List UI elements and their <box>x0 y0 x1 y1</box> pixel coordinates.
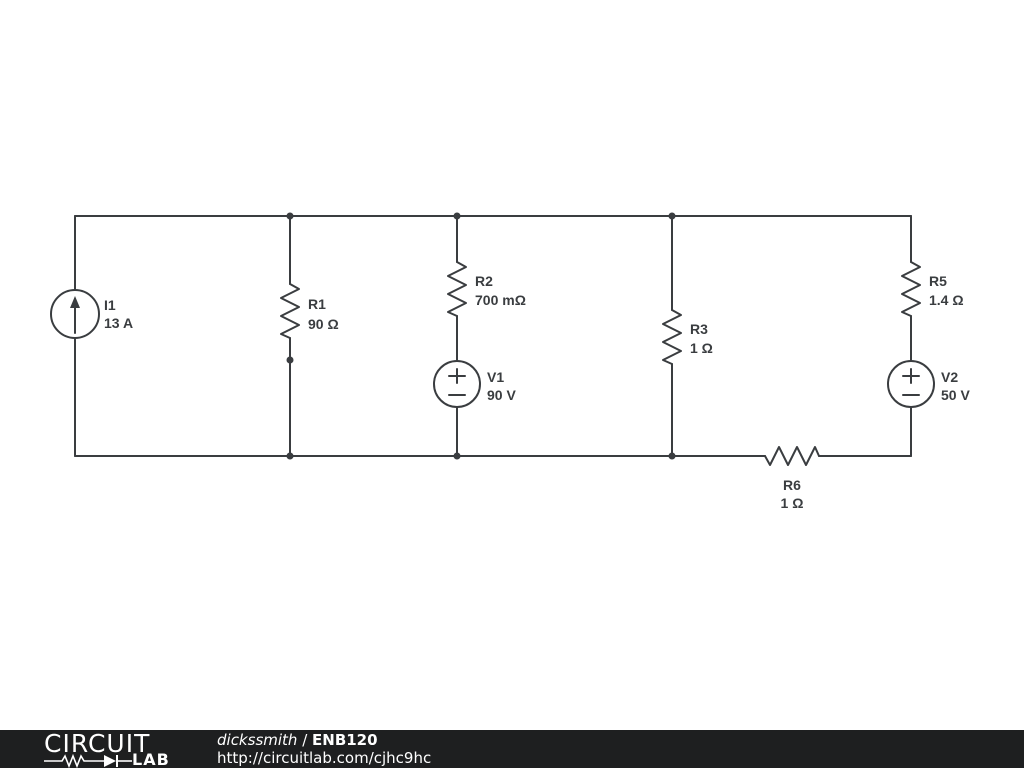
footer-bar: CIRCUIT LAB dickssmith / ENB120 http://c… <box>0 730 1024 768</box>
i1-name-label: I1 <box>104 297 116 313</box>
circuit-title[interactable]: ENB120 <box>312 731 378 749</box>
circuit-meta: dickssmith / ENB120 http://circuitlab.co… <box>217 731 431 767</box>
resistor-r1[interactable]: R1 90 Ω <box>280 283 339 339</box>
junction-dot <box>453 212 461 220</box>
meta-title-line: dickssmith / ENB120 <box>217 731 431 749</box>
r2-value-label: 700 mΩ <box>475 292 526 308</box>
resistor-zigzag-icon <box>901 261 921 317</box>
v2-value-label: 50 V <box>941 387 970 403</box>
voltage-source-v2[interactable]: V2 50 V <box>887 360 970 408</box>
junction-dot <box>668 452 676 460</box>
current-source-i1[interactable]: I1 13 A <box>50 289 133 339</box>
title-separator: / <box>297 731 313 749</box>
logo-lab-text: LAB <box>132 750 170 769</box>
v2-name-label: V2 <box>941 369 958 385</box>
voltage-source-circle <box>887 360 935 408</box>
voltage-source-circle <box>433 360 481 408</box>
junction-dot <box>668 212 676 220</box>
junction-dot <box>286 452 294 460</box>
r6-value-label: 1 Ω <box>781 495 804 511</box>
resistor-zigzag-icon <box>662 309 682 365</box>
junctions <box>286 212 676 460</box>
resistor-r6[interactable]: R6 1 Ω <box>764 446 820 511</box>
r3-name-label: R3 <box>690 321 708 337</box>
resistor-r3[interactable]: R3 1 Ω <box>662 309 713 365</box>
resistor-zigzag-icon <box>280 283 300 339</box>
resistor-diode-icon <box>44 754 132 768</box>
junction-dot <box>286 212 294 220</box>
circuit-schematic: I1 13 A R1 90 Ω R2 700 mΩ V1 90 V R3 1 Ω… <box>50 212 970 511</box>
current-source-circle <box>50 289 100 339</box>
logo-wordmark: CIRCUIT <box>44 729 151 758</box>
circuitlab-logo[interactable]: CIRCUIT LAB <box>40 729 180 769</box>
arrowhead-icon <box>70 296 80 308</box>
resistor-zigzag-icon <box>447 261 467 317</box>
v1-name-label: V1 <box>487 369 504 385</box>
voltage-source-v1[interactable]: V1 90 V <box>433 360 516 408</box>
v1-value-label: 90 V <box>487 387 516 403</box>
r6-name-label: R6 <box>783 477 801 493</box>
wires <box>74 215 912 457</box>
r5-value-label: 1.4 Ω <box>929 292 964 308</box>
i1-value-label: 13 A <box>104 315 133 331</box>
author-link[interactable]: dickssmith <box>217 731 298 749</box>
r1-value-label: 90 Ω <box>308 316 339 332</box>
r2-name-label: R2 <box>475 273 493 289</box>
resistor-r5[interactable]: R5 1.4 Ω <box>901 261 964 317</box>
junction-dot <box>453 452 461 460</box>
r5-name-label: R5 <box>929 273 947 289</box>
r1-name-label: R1 <box>308 296 326 312</box>
junction-dot <box>286 356 294 364</box>
resistor-r2[interactable]: R2 700 mΩ <box>447 261 526 317</box>
r3-value-label: 1 Ω <box>690 340 713 356</box>
circuit-url[interactable]: http://circuitlab.com/cjhc9hc <box>217 749 432 767</box>
resistor-zigzag-icon <box>764 446 820 466</box>
